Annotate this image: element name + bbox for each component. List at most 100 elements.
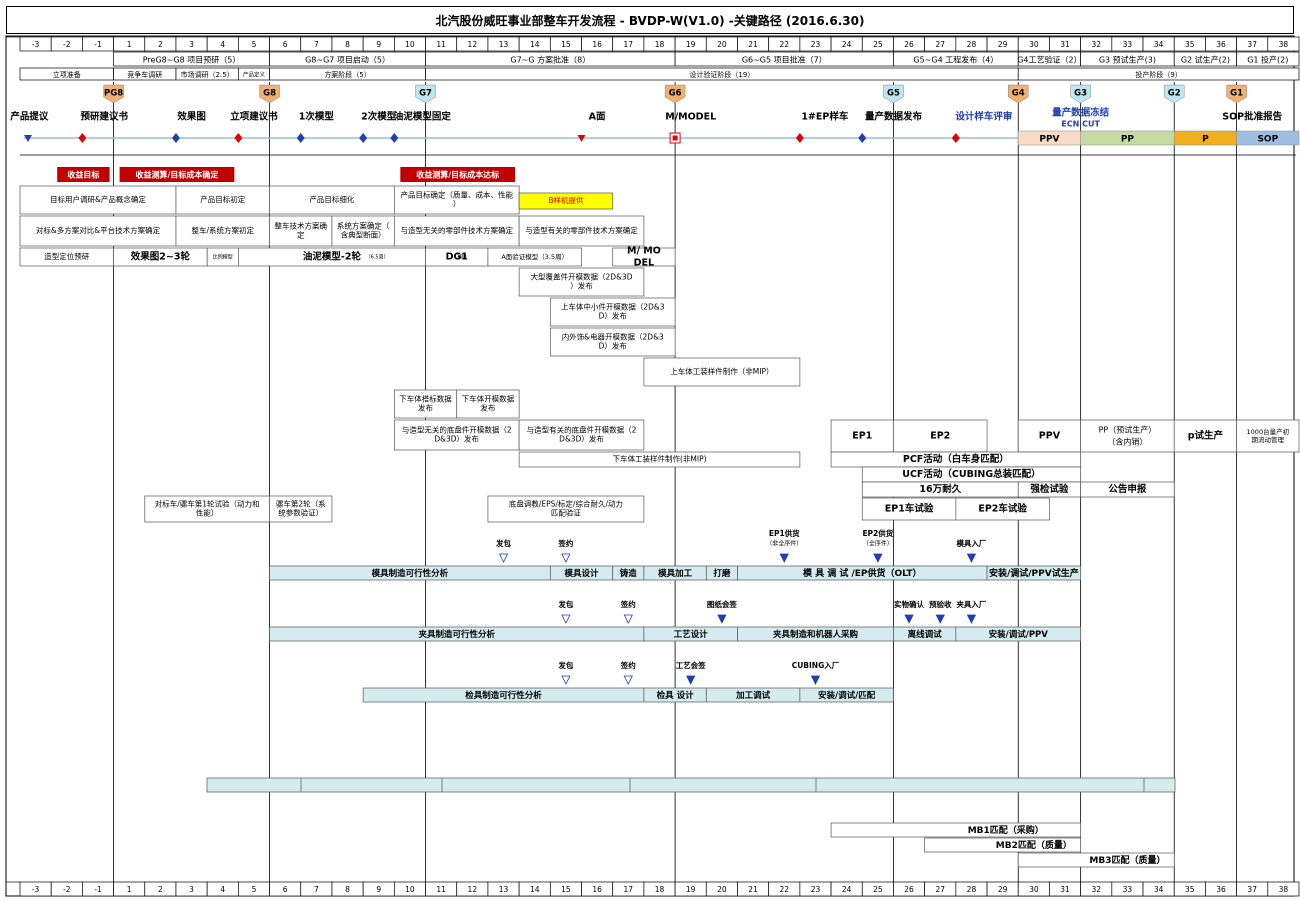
week-label-bottom: 32 [1091, 885, 1101, 894]
week-label-top: 37 [1247, 40, 1257, 49]
task-label: 匹配验证 [551, 508, 581, 518]
mold-process-bar-label: 铸造 [620, 568, 638, 579]
milestone-marker [296, 133, 305, 143]
milestone-label: 2次模型 [361, 111, 397, 123]
milestone-label: 量产数据冻结 [1052, 107, 1110, 119]
week-cell [1267, 36, 1300, 52]
task-label: 产品目标确定（质量、成本、性能 [400, 189, 513, 199]
week-label-bottom: 21 [748, 885, 758, 894]
phase-label: G2 试生产(2) [1181, 55, 1230, 65]
milestone-label: SOP批准报告 [1222, 111, 1282, 123]
mold-process-bar-label: 打磨 [713, 568, 731, 579]
task-box [955, 497, 1050, 521]
phase-box [1236, 51, 1300, 67]
process-milestone [623, 675, 633, 685]
week-label-top: -2 [63, 40, 71, 49]
week-label-bottom: 9 [376, 885, 381, 894]
task-box [456, 389, 520, 419]
mb-bar [924, 837, 1081, 853]
week-label-bottom: 6 [283, 885, 288, 894]
task-box [830, 419, 894, 453]
week-label-bottom: 34 [1154, 885, 1164, 894]
phase-label: G5~G4 工程发布（4） [913, 55, 998, 65]
week-label-top: 19 [686, 40, 696, 49]
task-label: EP1 [852, 431, 872, 442]
week-label-top: 14 [530, 40, 540, 49]
mb-bar [1017, 852, 1175, 868]
gate-marker [1226, 84, 1247, 104]
subphase-label: 竞争车调研 [127, 70, 162, 79]
mold-process-bar-label: 模 具 调 试 /EP供货（OLT） [803, 567, 922, 579]
task-label: D&3D）发布 [434, 434, 479, 444]
task-box [643, 357, 801, 387]
task-box [1080, 419, 1175, 453]
phase-label: PreG8~G8 项目预研（5） [143, 55, 241, 65]
week-label-bottom: 18 [655, 885, 665, 894]
fixture-process-bar-label: 工艺设计 [674, 629, 709, 640]
week-label-bottom: 12 [468, 885, 478, 894]
process-milestone [561, 553, 571, 563]
week-label-bottom: 35 [1185, 885, 1195, 894]
milestone-marker [24, 135, 32, 142]
week-cell [1267, 881, 1300, 897]
task-label: （含内销） [1107, 437, 1147, 447]
task-label: 发布 [418, 403, 433, 413]
fixture-process-bar-label: 夹具制造可行性分析 [418, 629, 495, 640]
mold-process-bar [986, 565, 1081, 581]
phase-label: G6~G5 项目批准（7） [742, 55, 827, 65]
task-label: 与造型有关的零部件技术方案确定 [525, 225, 638, 235]
gate-label: G4 [1012, 89, 1025, 99]
gate-label: G3 [1074, 89, 1087, 99]
phase-label: G8~G7 项目启动（5） [305, 55, 390, 65]
task-label: 强检试验 [1030, 483, 1069, 495]
process-milestone [873, 553, 883, 563]
gate-label: G7 [419, 89, 432, 99]
task-label: 与造型无关的零部件技术方案确定 [400, 225, 513, 235]
gate-label: G6 [669, 89, 682, 99]
week-label-top: -1 [94, 40, 102, 49]
milestone-marker [359, 133, 368, 143]
subphase-label: 立项准备 [53, 70, 81, 79]
phase-label: G3 预试生产(3) [1099, 55, 1156, 65]
task-box [1236, 419, 1300, 453]
week-label-bottom: 38 [1279, 885, 1289, 894]
milestone-marker [951, 133, 960, 143]
milestone-label: 效果图 [177, 111, 206, 123]
week-label-top: 36 [1216, 40, 1226, 49]
week-label-top: 29 [998, 40, 1008, 49]
milestone-label: 预研建议书 [80, 111, 128, 123]
week-label-top: 35 [1185, 40, 1195, 49]
task-label: 产品目标初定 [200, 194, 245, 204]
week-label-bottom: 27 [935, 885, 945, 894]
week-label-top: 15 [561, 40, 571, 49]
week-label-bottom: 19 [686, 885, 696, 894]
week-label-top: 16 [592, 40, 602, 49]
milestone-label: M/MODEL [665, 112, 716, 123]
process-milestone [561, 675, 571, 685]
process-milestone [935, 614, 945, 624]
week-label-top: 38 [1279, 40, 1289, 49]
task-label: PCF活动（白车身匹配） [903, 453, 1009, 465]
process-milestone-label: 签约 [620, 660, 636, 670]
process-milestone [561, 614, 571, 624]
milestone-marker [858, 133, 867, 143]
red-tag [400, 167, 516, 182]
task-box [518, 215, 645, 247]
task-box [549, 327, 676, 357]
mold-process-bar-label: 模具制造可行性分析 [372, 568, 449, 579]
task-note: （6.5周） [366, 255, 389, 261]
task-label: 与造型有关的底盘件开模数据（2 [527, 424, 637, 434]
production-bar [1236, 130, 1300, 146]
week-label-bottom: 4 [220, 885, 225, 894]
milestone-marker [234, 133, 243, 143]
gate-marker [1007, 84, 1029, 104]
process-milestone-label: 预验收 [929, 599, 952, 609]
milestone-label: 油泥模型固定 [394, 111, 452, 123]
page-title: 北汽股份威旺事业部整车开发流程 - BVDP-W(V1.0) -关键路径 (20… [6, 6, 1294, 34]
task-label: 对标&多方案对比&平台技术方案确定 [36, 225, 161, 235]
task-label: D）发布 [599, 311, 628, 321]
task-label: 系统方案确定（ [337, 220, 390, 230]
week-label-bottom: 13 [499, 885, 509, 894]
week-label-bottom: 5 [252, 885, 257, 894]
red-tag-label: 收益目标 [67, 170, 99, 180]
